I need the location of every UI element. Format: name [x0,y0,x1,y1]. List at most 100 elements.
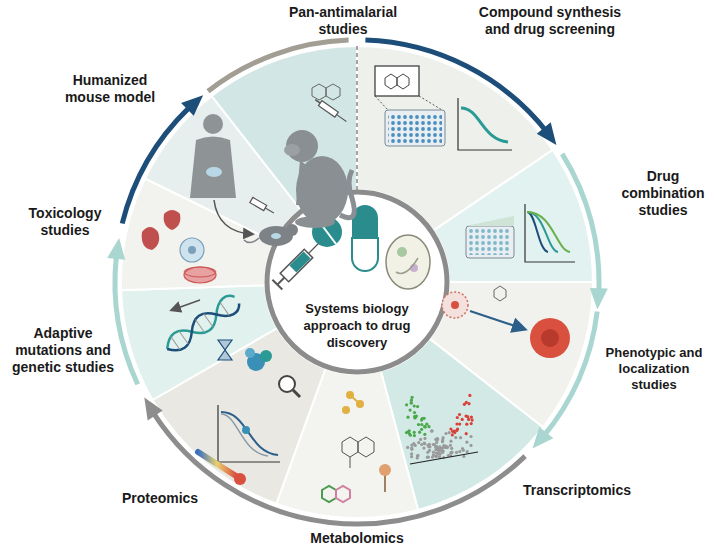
sector-title: Transcriptomics [512,482,642,499]
volcano-dot [437,452,440,455]
volcano-dot [451,433,454,436]
molecule-box-part [375,96,388,110]
volcano-dot [408,429,411,432]
toxicology-cells-part [164,210,181,230]
metabolite-icons-part-part [350,457,351,468]
volcano-dot [423,437,426,440]
syringe-icon [250,197,276,215]
sector-title: Adaptive mutations and genetic studies [5,325,121,376]
volcano-axis [410,452,478,464]
melting-curve-chart-part [242,426,250,434]
volcano-dot [446,446,449,449]
transfer-arrow [214,200,252,234]
protein-icons-part [260,350,272,362]
volcano-dot [465,401,468,404]
sector-label: Pan-antimalarial studies [278,4,408,38]
volcano-dot [448,431,451,434]
volcano-dot [418,431,421,434]
volcano-dot [465,441,468,444]
cell-localization-part [541,329,559,347]
metabolite-icons [322,391,391,502]
sector-title: Phenotypic and localization studies [600,345,708,393]
volcano-dot [430,430,433,433]
volcano-dot [410,443,413,446]
metabolite-icons-part [379,464,391,476]
sector-title: Pan-antimalarial studies [278,4,408,38]
syringe-icon-part [272,280,282,290]
monkey-icon-part [340,170,354,218]
volcano-dot [416,456,419,459]
molecule-icon [312,84,340,100]
sector-wedges [121,46,593,518]
syringe-icon-part [277,278,284,285]
arrowhead [144,398,162,421]
monkey-icon-part [295,216,335,228]
metabolite-icons-part [384,474,386,492]
sector-wedge [121,285,277,400]
cycle-arc [365,40,547,133]
center-circle: Systems biology approach to drug discove… [267,192,447,372]
volcano-dot [420,423,423,426]
mouse-silhouette-part [271,233,281,239]
volcano-dot [455,451,458,454]
protein-icons-part [245,348,255,358]
dna-helix-part [195,319,204,332]
toxicology-cells-part [188,246,196,254]
thermometer-part [234,473,246,485]
volcano-dot [469,444,472,447]
volcano-dot [438,453,441,456]
volcano-dot [458,450,461,453]
syringe-icon-part [318,101,338,117]
volcano-dot [423,433,426,436]
volcano-dot [435,445,438,448]
sector-label: Drug combination studies [617,168,709,219]
molecule-box [375,66,442,110]
parasite-icon-part [397,247,407,257]
volcano-dot [413,404,416,407]
volcano-dot [406,446,409,449]
molecule-icon-part [326,84,340,100]
molecule-box-part [375,66,419,96]
volcano-dot [461,418,464,421]
cell-localization-part-part [494,286,506,301]
syringe-icon-part [289,251,310,272]
volcano-dot [445,446,448,449]
cycle-arc [542,312,597,438]
combination-chart [525,204,575,262]
toxicology-cells [142,210,216,283]
sector-title: Metabolomics [300,530,414,547]
volcano-dot [423,425,426,428]
volcano-dot [409,409,412,412]
mouse-silhouette [244,224,298,246]
volcano-dot [466,450,469,453]
volcano-dot [416,405,419,408]
volcano-dot [458,423,461,426]
volcano-dot [467,418,470,421]
volcano-dot [454,436,457,439]
mouse-silhouette-part [244,238,259,243]
sector-label: Toxicology studies [20,205,110,239]
volcano-dot [449,440,452,443]
monkey-icon-part [296,160,312,206]
volcano-dot [442,444,445,447]
volcano-dot [414,416,417,419]
volcano-dot [427,445,430,448]
human-silhouette [190,114,236,198]
human-silhouette-part [206,167,222,177]
melting-curve-chart-part [221,412,278,455]
volcano-dot [424,426,427,429]
pill-icon-part [352,238,378,271]
metabolite-icons-part [342,406,350,414]
well-plate-part [466,216,514,226]
volcano-dot [410,448,413,451]
hourglass-icon [218,340,232,360]
volcano-dot [450,451,453,454]
cell-localization-part [470,311,524,329]
volcano-dot [440,447,443,450]
toxicology-cells-part [184,267,216,277]
cell-localization [442,286,570,358]
volcano-dot [426,451,429,454]
well-plate [385,110,445,146]
volcano-dot [471,419,474,422]
volcano-dot [405,403,408,406]
